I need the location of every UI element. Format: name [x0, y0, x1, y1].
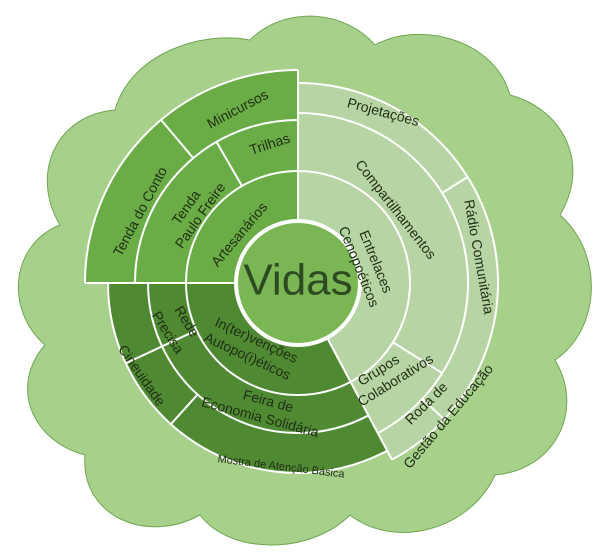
divider-cineuidade: [170, 393, 199, 425]
ring-lefttop-inner: [185, 170, 299, 284]
divider-roda: [421, 398, 445, 421]
ring-bottom-mid: [147, 282, 369, 434]
divider-bottom-right: [326, 337, 393, 461]
ring-right-inner: [297, 170, 411, 383]
divider-trilhas: [215, 141, 243, 187]
ring-lefttop-mid: [134, 119, 299, 284]
divider-projetacoes: [441, 176, 469, 194]
ring-lefttop-edge: [84, 69, 299, 284]
ring-right-edge: [297, 82, 499, 461]
divider-minicursos: [160, 119, 194, 159]
left-top-sector: [85, 70, 298, 283]
ring-right-outer: [297, 112, 469, 434]
ring-bottom-edge: [107, 282, 388, 474]
divider-grupos: [392, 341, 443, 374]
divider-rede: [125, 329, 197, 365]
right-sector: [298, 83, 498, 460]
center-label: Vidas: [243, 256, 352, 305]
center-circle: [234, 219, 362, 347]
ring-bottom-inner: [185, 282, 352, 396]
divider-lines: [84, 69, 499, 474]
